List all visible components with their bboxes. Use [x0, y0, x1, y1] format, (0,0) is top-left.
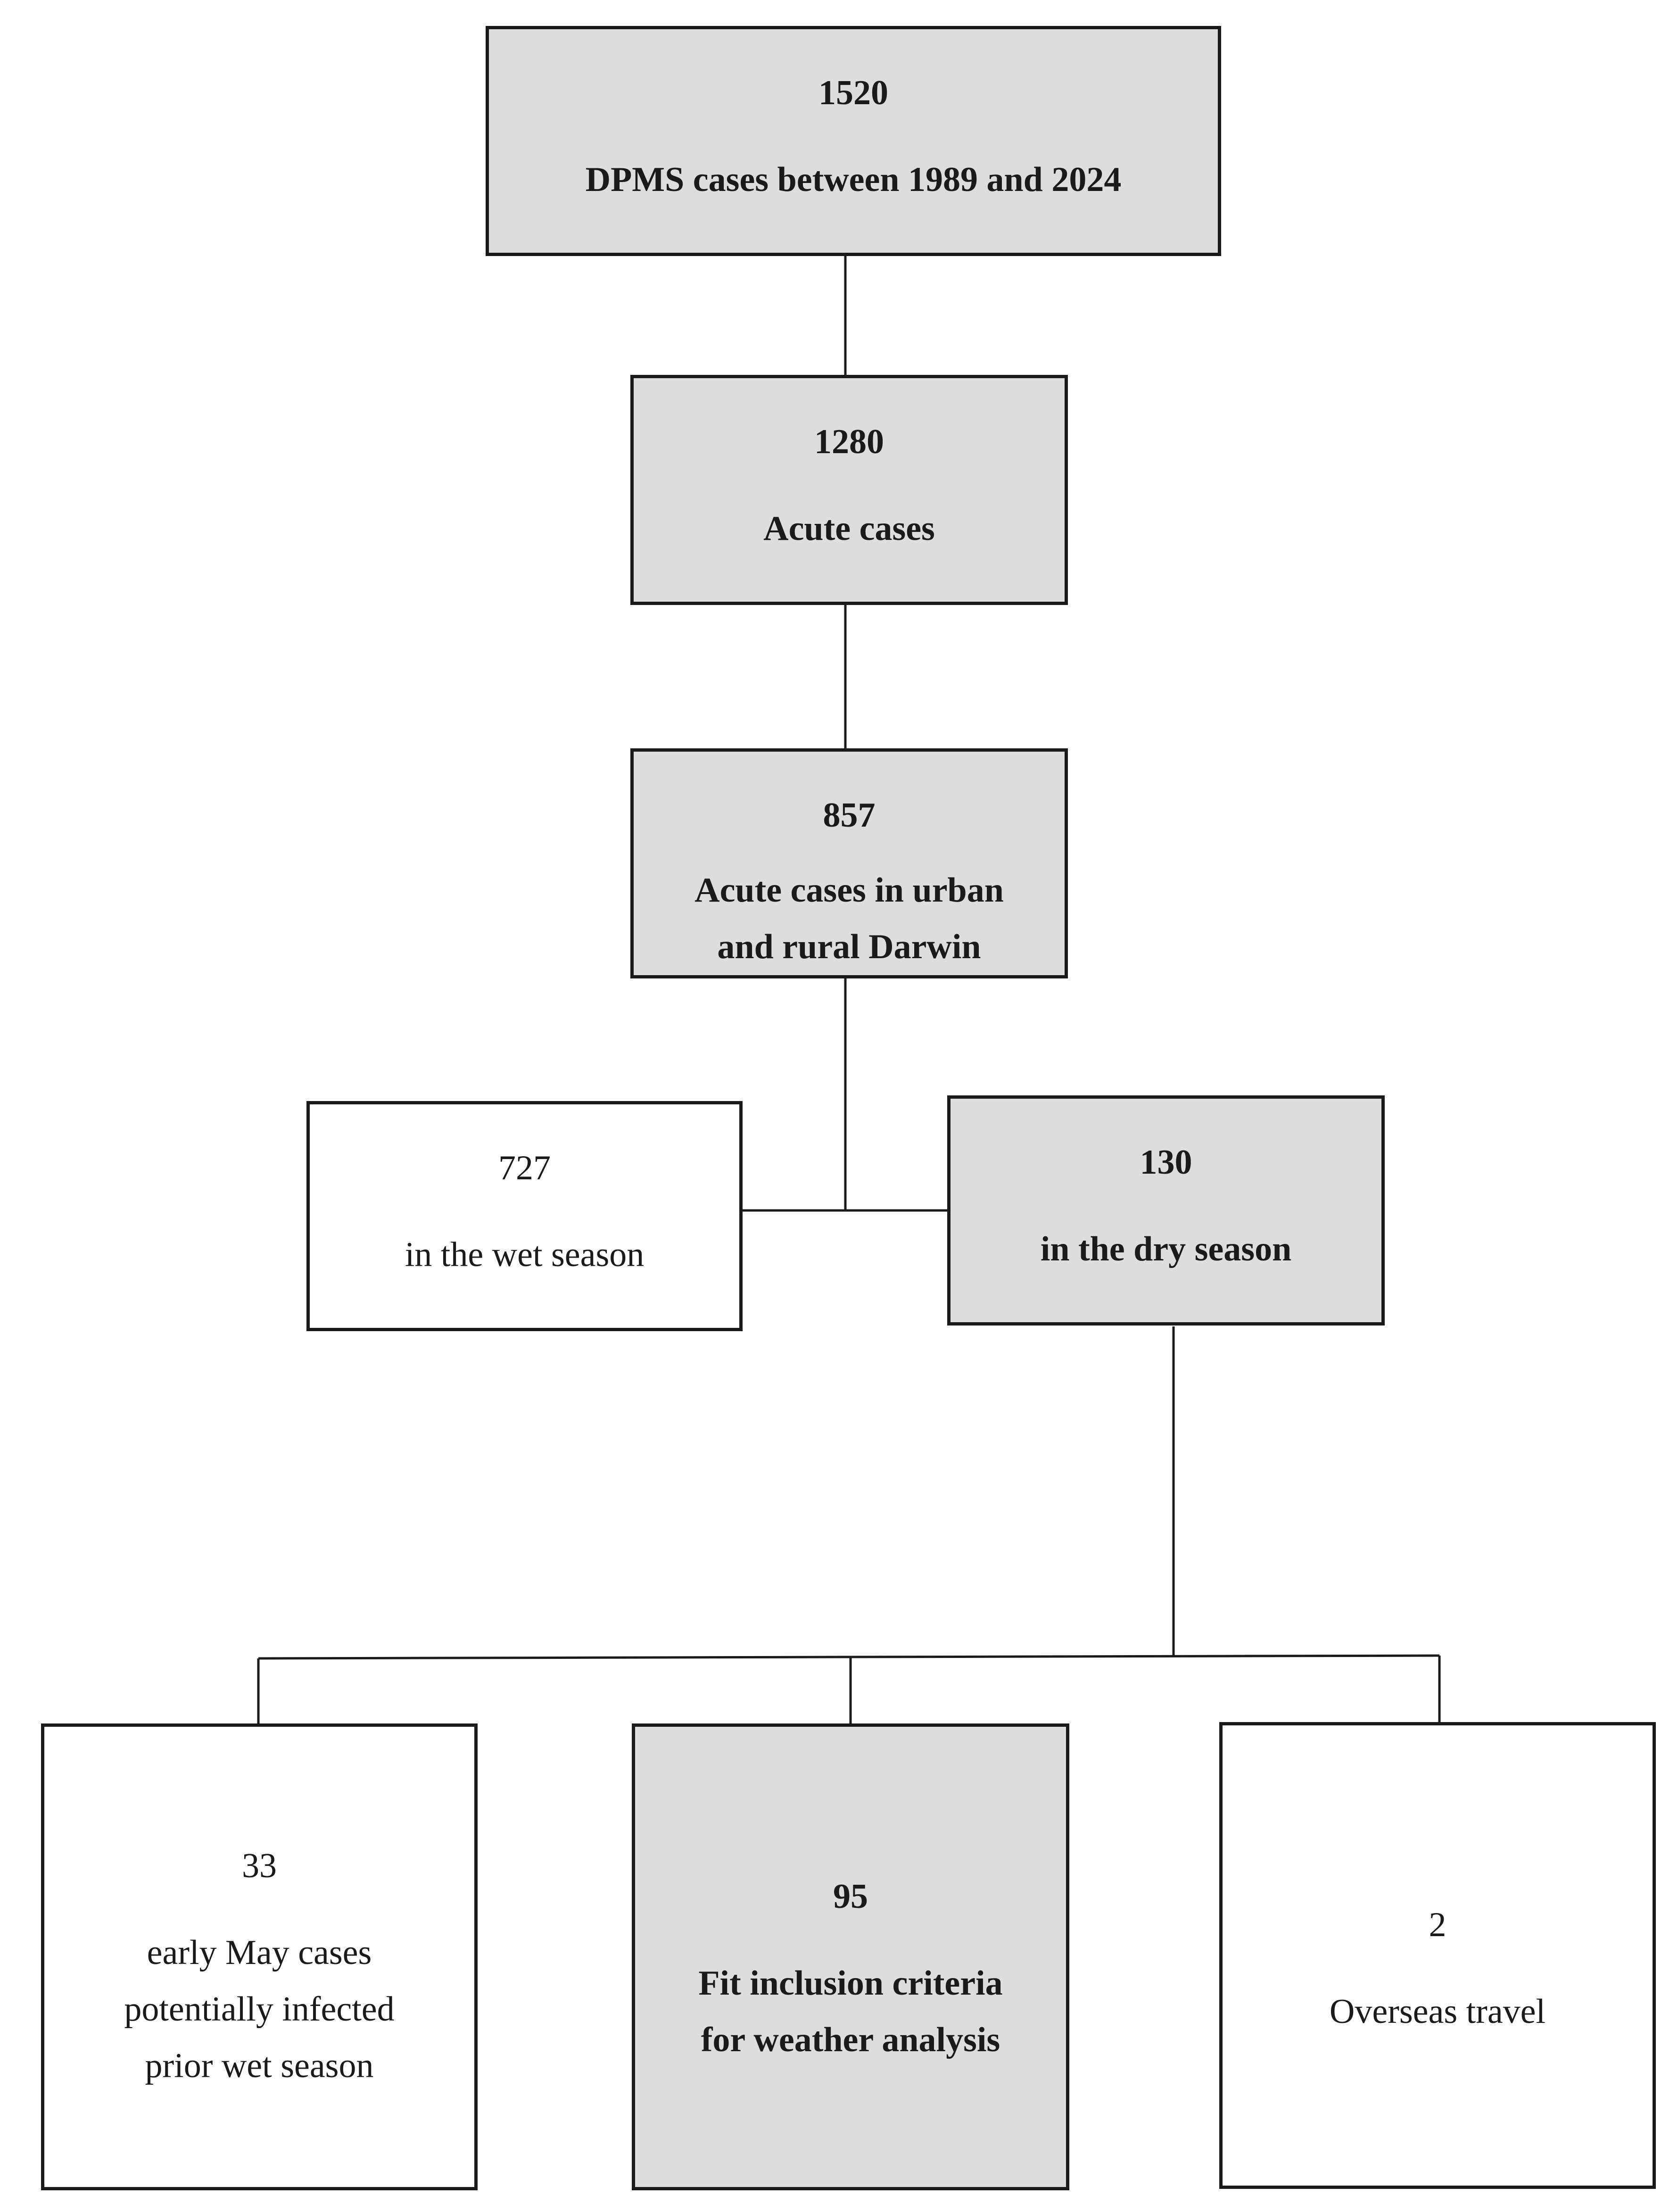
- node-acute-cases: 1280 Acute cases: [630, 375, 1068, 605]
- node-fit-criteria: 95 Fit inclusion criteria for weather an…: [632, 1723, 1069, 2190]
- node-overseas-label: Overseas travel: [1329, 1992, 1546, 2031]
- node-may-count: 33: [242, 1847, 277, 1885]
- node-fit-count: 95: [833, 1877, 868, 1916]
- node-dry-season: 130 in the dry season: [947, 1095, 1385, 1326]
- connector-bottom-split: [258, 1654, 1440, 1660]
- node-may-label: early May cases potentially infected pri…: [124, 1933, 395, 2085]
- node-acute-count: 1280: [814, 423, 884, 461]
- node-darwin-cases: 857 Acute cases in urban and rural Darwi…: [630, 748, 1068, 978]
- node-darwin-count: 857: [823, 796, 876, 835]
- node-overseas-count: 2: [1429, 1905, 1447, 1944]
- node-overseas-travel: 2 Overseas travel: [1219, 1722, 1656, 2189]
- node-total-count: 1520: [818, 74, 888, 112]
- node-dry-label: in the dry season: [1040, 1230, 1292, 1268]
- node-wet-count: 727: [498, 1149, 551, 1187]
- node-acute-label: Acute cases: [763, 509, 935, 548]
- node-total-cases: 1520 DPMS cases between 1989 and 2024: [486, 26, 1221, 256]
- node-wet-season: 727 in the wet season: [306, 1101, 743, 1331]
- node-darwin-label: Acute cases in urban and rural Darwin: [694, 871, 1004, 966]
- node-total-label: DPMS cases between 1989 and 2024: [585, 160, 1122, 199]
- node-fit-label: Fit inclusion criteria for weather analy…: [698, 1964, 1003, 2059]
- node-early-may: 33 early May cases potentially infected …: [41, 1723, 478, 2190]
- node-dry-count: 130: [1140, 1143, 1192, 1182]
- node-wet-label: in the wet season: [405, 1235, 645, 1274]
